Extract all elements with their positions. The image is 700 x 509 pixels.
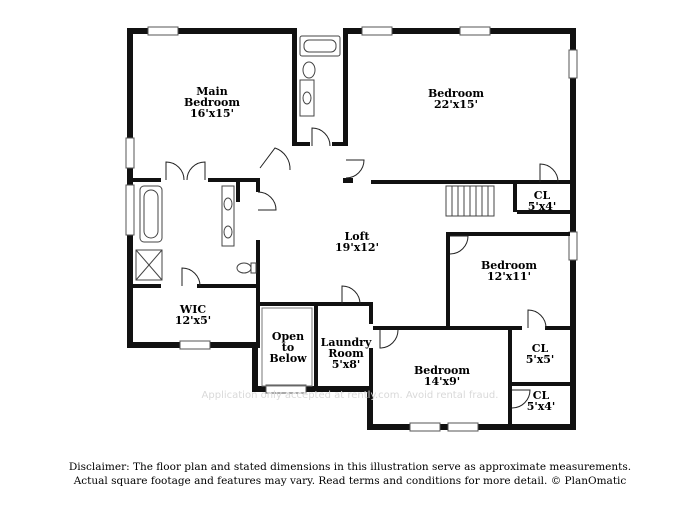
- loft-size: 19'x12': [335, 241, 379, 254]
- doors: [165, 127, 559, 409]
- laundry-label-1: Laundry: [321, 336, 372, 349]
- open-to-below-label-1: Open: [272, 330, 304, 343]
- bedroom-3-size: 14'x9': [424, 375, 460, 388]
- windows: [125, 26, 578, 432]
- open-to-below-railing: [261, 307, 313, 387]
- main-bedroom-label-2: Bedroom: [184, 96, 240, 109]
- closet-1-size: 5'x4': [528, 200, 557, 213]
- laundry-size: 5'x8': [332, 358, 361, 371]
- disclaimer-line-2: Actual square footage and features may v…: [73, 475, 627, 487]
- wic-label: WIC: [179, 303, 206, 316]
- main-bedroom-size: 16'x15': [190, 107, 234, 120]
- closet-1-label: CL: [534, 189, 551, 202]
- disclaimer-line-1: Disclaimer: The floor plan and stated di…: [68, 461, 632, 473]
- closet-2-size: 5'x5': [526, 353, 555, 366]
- main-bedroom-label: Main: [196, 85, 227, 98]
- watermark: Application only accepted at rently.com.…: [202, 390, 499, 401]
- bedroom-1-label: Bedroom: [428, 87, 484, 100]
- closet-3-label: CL: [533, 389, 550, 402]
- laundry-label-2: Room: [328, 347, 364, 360]
- bath-fixtures: [135, 35, 341, 281]
- closet-2-label: CL: [532, 342, 549, 355]
- bedroom-2-size: 12'x11': [487, 270, 531, 283]
- open-to-below-label-3: Below: [269, 352, 307, 365]
- room-labels: Main Bedroom 16'x15' Bedroom 22'x15' CL …: [175, 85, 556, 413]
- bedroom-3-label: Bedroom: [414, 364, 470, 377]
- floor-plan: Main Bedroom 16'x15' Bedroom 22'x15' CL …: [125, 26, 578, 432]
- staircase: [445, 185, 495, 217]
- loft-label: Loft: [345, 230, 371, 243]
- disclaimer: Disclaimer: The floor plan and stated di…: [0, 460, 700, 488]
- open-to-below-label-2: to: [282, 341, 294, 354]
- closet-3-size: 5'x4': [527, 400, 556, 413]
- bedroom-2-label: Bedroom: [481, 259, 537, 272]
- wic-size: 12'x5': [175, 314, 211, 327]
- bedroom-1-size: 22'x15': [434, 98, 478, 111]
- interior-walls: [133, 28, 570, 430]
